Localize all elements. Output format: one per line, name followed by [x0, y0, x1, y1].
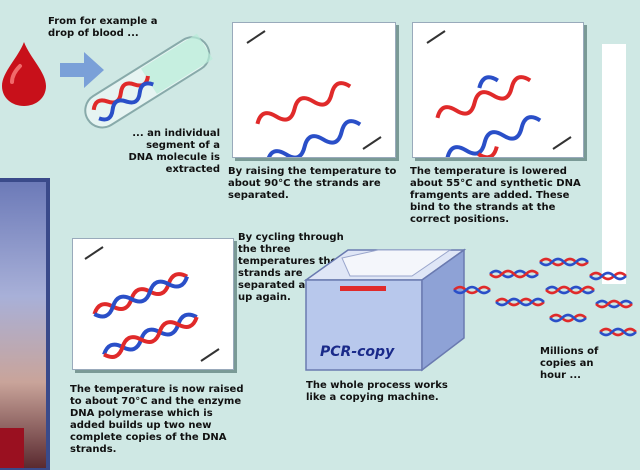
- panel-separated: [232, 22, 396, 158]
- caption-blood-drop: From for example a drop of blood ...: [48, 16, 158, 39]
- side-strip: [602, 44, 626, 284]
- test-tube: [58, 20, 228, 150]
- presenter-photo: [0, 178, 50, 470]
- dna-copies: [450, 246, 640, 356]
- caption-copy-machine: The whole process works like a copying m…: [306, 380, 448, 403]
- caption-lowered: The temperature is lowered about 55°C an…: [410, 166, 581, 225]
- caption-millions: Millions of copies an hour ...: [540, 346, 599, 381]
- caption-polymerase: The temperature is now raised to about 7…: [70, 384, 244, 455]
- blood-drop-icon: [0, 40, 48, 108]
- panel-extension: [72, 238, 234, 370]
- machine-label: PCR-copy: [320, 344, 395, 360]
- panel-primers: [412, 22, 584, 158]
- caption-separated: By raising the temperature to about 90°C…: [228, 166, 397, 201]
- caption-cycling: By cycling through the three temperature…: [238, 232, 349, 303]
- caption-segment-extracted: ... an individual segment of a DNA molec…: [128, 128, 220, 175]
- arrow-right-icon: [60, 52, 104, 88]
- pcr-machine: [300, 246, 470, 376]
